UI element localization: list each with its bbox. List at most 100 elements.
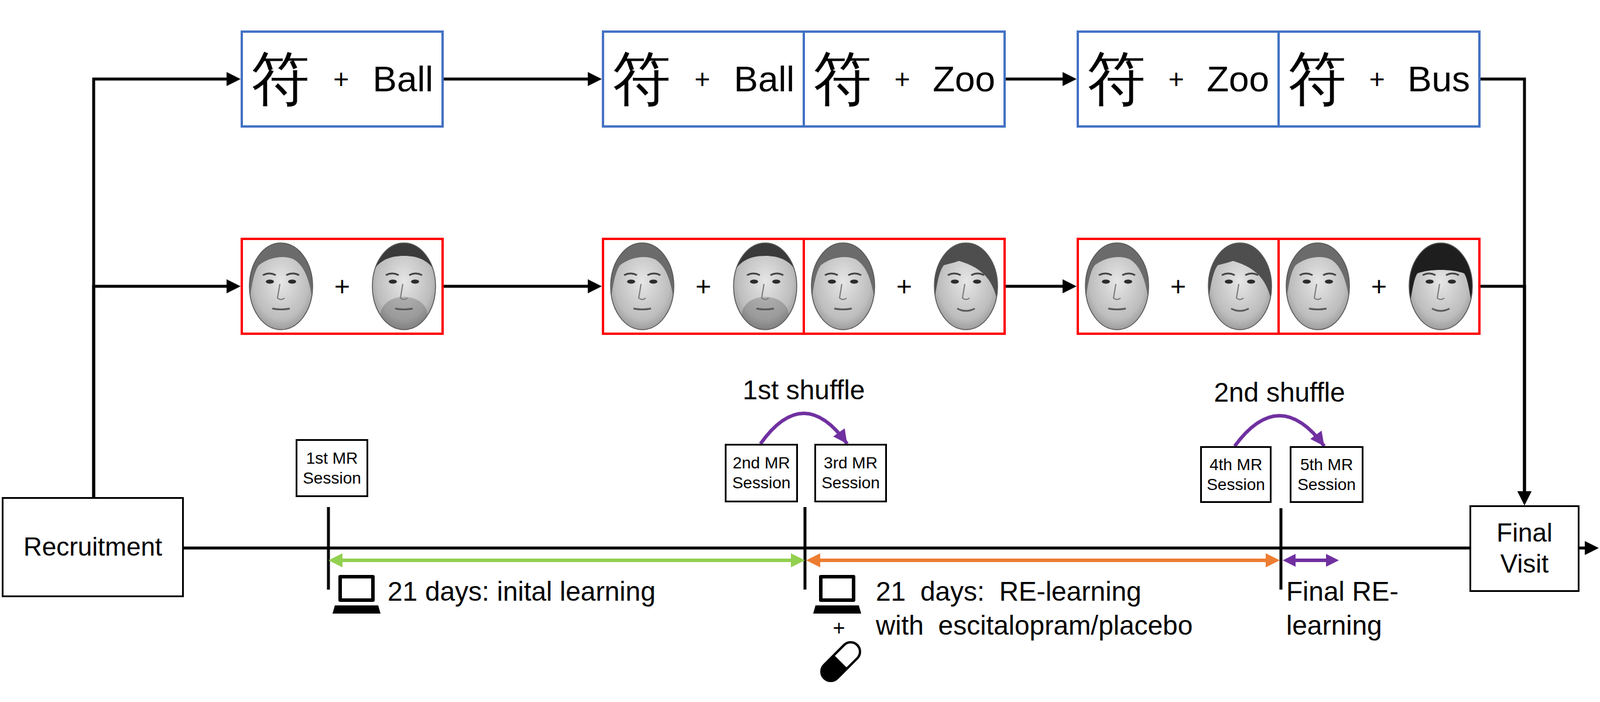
face-brow — [262, 273, 276, 276]
connector-line — [183, 546, 1470, 550]
session-box: 3rd MR Session — [814, 443, 887, 503]
connector-line — [1480, 79, 1525, 493]
face-eye — [1324, 279, 1334, 284]
face-hair — [368, 240, 440, 281]
plus-sign: + — [1170, 272, 1187, 300]
face-photo — [930, 240, 1002, 331]
session-box: 1st MR Session — [295, 439, 369, 498]
kanji-character: 符 — [813, 49, 872, 109]
face-eye — [1246, 279, 1256, 284]
face-brow — [1323, 273, 1336, 276]
face-eye — [1224, 279, 1233, 284]
arrowhead — [1062, 279, 1077, 294]
timeline-exit-arrowhead — [1584, 540, 1599, 555]
face-eye — [288, 279, 297, 284]
connector — [93, 279, 241, 498]
face-mouth — [834, 308, 852, 310]
connector-line — [443, 77, 589, 81]
face-nose — [1236, 283, 1244, 300]
face-nose — [277, 283, 285, 300]
face-beard — [741, 296, 789, 332]
box-label: Recruitment — [23, 531, 163, 563]
face-hair — [1081, 240, 1153, 322]
connector-line — [93, 79, 228, 498]
face-hair — [1282, 240, 1353, 322]
connector — [443, 279, 602, 294]
stimulus-box: 符+Bus — [1277, 30, 1481, 128]
edge-label: 1st shuffle — [740, 374, 868, 407]
face-eye — [627, 279, 636, 284]
face-nose — [761, 283, 769, 300]
arrowhead — [587, 279, 602, 294]
annotation-label: 21 days: inital learning — [387, 574, 656, 609]
face-nose — [400, 283, 408, 300]
timeline-box: Final Visit — [1469, 505, 1580, 592]
timeline-box: Recruitment — [1, 497, 184, 598]
face-eye — [749, 279, 759, 284]
face-mouth — [756, 308, 774, 310]
arrowhead — [1062, 72, 1077, 87]
connector — [1480, 286, 1532, 506]
face-hair — [607, 240, 678, 322]
face-photo — [730, 240, 801, 332]
session-box: 4th MR Session — [1200, 446, 1272, 503]
face-eye — [265, 279, 274, 284]
face-pair-box: + — [240, 237, 444, 335]
box-label: 3rd MR Session — [819, 453, 882, 493]
stimulus-box: 符+Zoo — [802, 30, 1006, 128]
arrowhead — [1310, 430, 1325, 447]
arrowhead — [587, 72, 602, 87]
stimulus-word: Bus — [1407, 60, 1471, 98]
face-eye — [772, 279, 781, 284]
face-outline — [733, 242, 797, 330]
kanji-character: 符 — [1087, 49, 1146, 109]
face-beard — [380, 296, 428, 332]
face-outline — [1409, 242, 1473, 330]
face-outline — [1085, 242, 1149, 330]
face-brow — [1221, 273, 1235, 276]
arrowhead — [226, 72, 241, 87]
period-arrow — [341, 558, 793, 563]
arrowhead — [1517, 491, 1532, 506]
face-outline — [1286, 242, 1350, 330]
kanji-character: 符 — [612, 49, 671, 109]
face-pair-box: + — [1277, 237, 1481, 335]
face-eye — [1425, 279, 1434, 284]
stimulus-word: Zoo — [932, 60, 996, 98]
face-brow — [647, 273, 661, 276]
face-brow — [1122, 273, 1136, 276]
face-mouth — [395, 308, 413, 310]
box-label: Final Visit — [1475, 517, 1574, 580]
period-arrow — [819, 558, 1267, 563]
pill-icon — [817, 638, 864, 685]
connector — [93, 72, 241, 498]
kanji-character: 符 — [1287, 49, 1347, 109]
laptop-icon — [813, 574, 862, 614]
period-arrowhead — [1265, 553, 1280, 568]
plus-sign: + — [334, 272, 351, 300]
shuffle-arc — [1234, 415, 1325, 447]
face-nose — [1314, 283, 1322, 300]
connector — [760, 413, 848, 444]
face-hair — [807, 240, 879, 322]
face-pair-box: + — [1076, 237, 1280, 335]
face-photo — [807, 240, 879, 331]
plus-sign: + — [333, 65, 349, 93]
laptop-screen — [819, 574, 856, 602]
connector — [1005, 279, 1077, 294]
period-arrowhead — [790, 553, 805, 568]
arrowhead — [833, 427, 848, 444]
period-arrowhead — [806, 553, 821, 568]
stimulus-box: 符+Ball — [601, 30, 805, 128]
shuffle-arc — [760, 413, 848, 444]
face-nose — [839, 283, 847, 300]
laptop-icon — [332, 574, 381, 614]
stimulus-word: Zoo — [1206, 60, 1270, 98]
laptop-screen — [338, 574, 375, 602]
session-box: 2nd MR Session — [724, 443, 798, 503]
period-arrowhead — [1326, 553, 1339, 567]
face-eye — [1302, 279, 1311, 284]
face-brow — [286, 273, 300, 276]
face-photo — [1282, 240, 1353, 331]
